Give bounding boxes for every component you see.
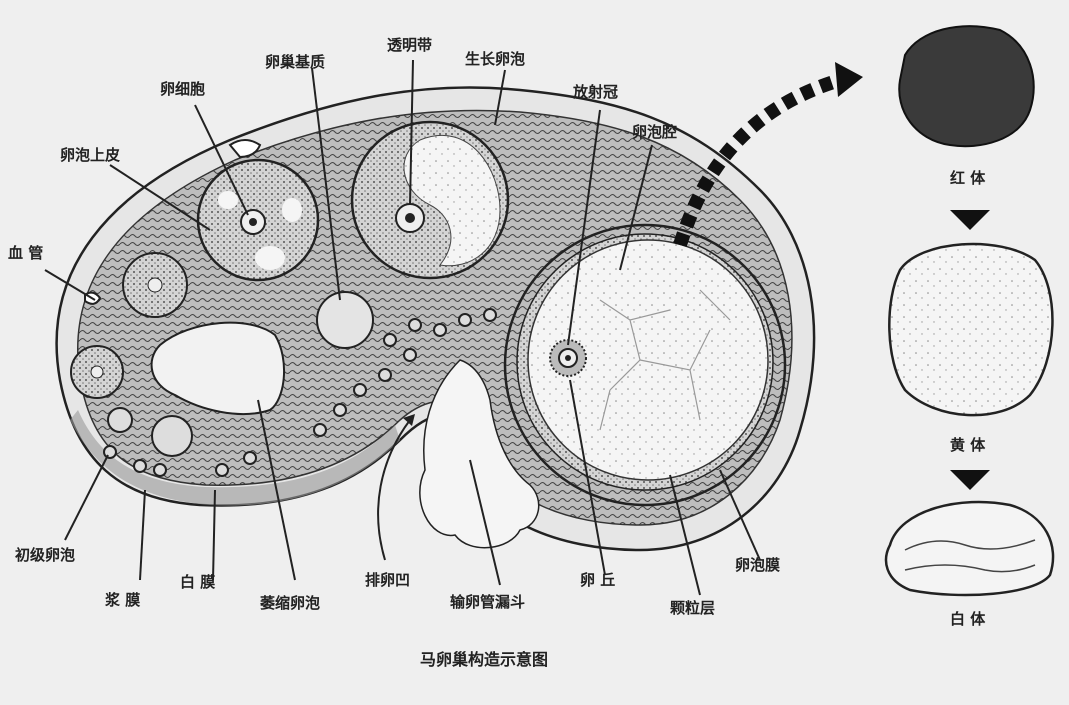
small-oocyte <box>147 277 163 293</box>
blood-vessel <box>228 139 262 159</box>
label-tunica-albuginea: 白 膜 <box>180 573 215 591</box>
down-arrow-icon <box>950 470 990 490</box>
small-follicle <box>151 415 193 457</box>
label-serosa: 浆 膜 <box>105 591 140 609</box>
label-infundibulum: 输卵管漏斗 <box>450 593 525 611</box>
growing-follicle-cavity <box>403 134 501 267</box>
label-theca: 卵泡膜 <box>735 556 780 574</box>
transition-arrow <box>673 73 843 248</box>
corpus-hemorrhagicum <box>898 25 1035 148</box>
caption: 马卵巢构造示意图 <box>420 650 548 669</box>
leader-lines <box>44 59 761 596</box>
small-follicle <box>107 407 133 433</box>
label-follicular-cavity: 卵泡腔 <box>632 123 677 141</box>
antrum-space <box>218 191 238 209</box>
label-primary-follicle: 初级卵泡 <box>15 546 75 564</box>
label-zona-pellucida: 透明带 <box>387 36 432 54</box>
corpus-albicans <box>884 500 1055 597</box>
label-blood-vessel: 血 管 <box>8 244 43 262</box>
infundibulum-fimbriae <box>419 359 540 549</box>
primary-follicles <box>103 308 497 477</box>
corpus-luteum <box>888 242 1054 417</box>
small-follicle <box>316 291 374 349</box>
label-corpus-albicans: 白 体 <box>950 610 986 628</box>
follicular-cavity <box>527 239 769 481</box>
label-follicular-epithelium: 卵泡上皮 <box>60 146 120 164</box>
oocyte-nucleus <box>405 213 415 223</box>
label-corpus-hemorrhagicum: 红 体 <box>950 169 986 187</box>
label-ovulation-fossa: 排卵凹 <box>365 571 410 589</box>
label-corona-radiata: 放射冠 <box>572 83 618 101</box>
small-oocyte <box>90 365 104 379</box>
antrum-space <box>255 246 285 270</box>
serosa-band <box>70 410 400 506</box>
oocyte-nucleus <box>249 218 257 226</box>
label-oocyte: 卵细胞 <box>160 80 205 98</box>
down-arrow-icon <box>950 210 990 230</box>
ovum-nucleus <box>565 355 571 361</box>
cavity-lines <box>599 289 731 431</box>
ovulation-arrow <box>377 419 411 561</box>
label-cumulus: 卵 丘 <box>580 571 615 589</box>
antrum-space <box>282 198 302 222</box>
label-ovarian-stroma: 卵巢基质 <box>265 53 325 71</box>
label-granulosa-layer: 颗粒层 <box>670 599 715 617</box>
label-atretic-follicle: 萎缩卵泡 <box>259 594 320 612</box>
label-corpus-luteum: 黄 体 <box>950 436 986 454</box>
transition-arrow-head <box>835 62 863 97</box>
label-growing-follicle: 生长卵泡 <box>465 50 525 68</box>
atretic-follicle <box>150 321 286 416</box>
albicans-folds <box>904 539 1036 573</box>
arrow-head <box>403 414 415 426</box>
